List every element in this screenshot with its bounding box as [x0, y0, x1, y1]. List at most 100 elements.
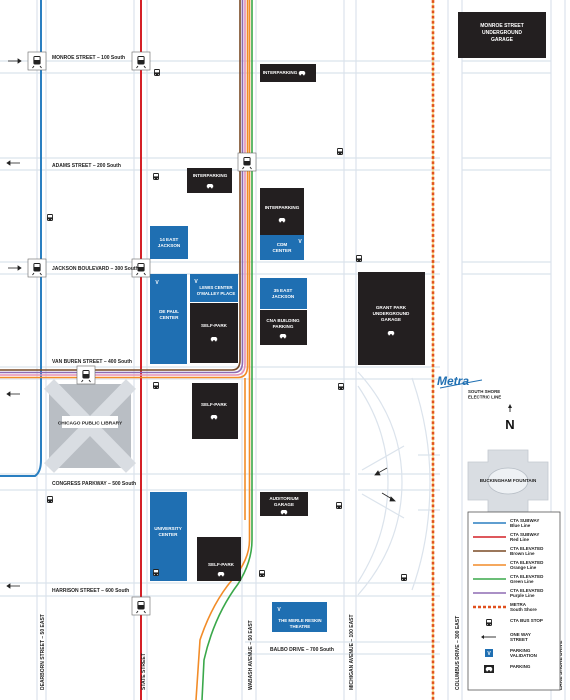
- svg-text:THEATRE: THEATRE: [290, 624, 310, 629]
- svg-text:South Shore: South Shore: [510, 607, 537, 612]
- svg-text:Metra: Metra: [437, 374, 469, 388]
- svg-text:ELECTRIC LINE: ELECTRIC LINE: [468, 395, 501, 400]
- fourteen-east-jackson: 14 EAST JACKSON: [150, 226, 188, 259]
- svg-text:PARKING: PARKING: [510, 648, 531, 653]
- columbus-drive-label: COLUMBUS DRIVE – 300 EAST: [455, 616, 461, 690]
- svg-text:CENTER: CENTER: [159, 532, 179, 537]
- svg-text:CDM: CDM: [277, 242, 288, 247]
- harrison-street-label: HARRISON STREET – 600 South: [52, 588, 129, 594]
- svg-text:GARAGE: GARAGE: [491, 37, 514, 43]
- state-street-label: STATE STREET: [141, 653, 147, 690]
- svg-text:JACKSON: JACKSON: [272, 294, 295, 299]
- svg-text:Brown Line: Brown Line: [510, 551, 535, 556]
- svg-text:LEWIS CENTER: LEWIS CENTER: [199, 285, 233, 290]
- cdm-center: CDM CENTER V: [260, 235, 304, 260]
- svg-text:CENTER: CENTER: [160, 315, 180, 320]
- svg-text:35 EAST: 35 EAST: [274, 288, 293, 293]
- buckingham-label: BUCKINGHAM FOUNTAIN: [480, 478, 537, 483]
- svg-text:JACKSON: JACKSON: [158, 243, 181, 248]
- interparking-jackson: INTERPARKING: [260, 188, 304, 235]
- svg-text:V: V: [277, 607, 281, 613]
- van-buren-street-label: VAN BUREN STREET – 400 South: [52, 359, 132, 365]
- depaul-center: DE PAUL CENTER V: [150, 274, 187, 364]
- svg-text:SELF-PARK: SELF-PARK: [208, 562, 235, 567]
- library-label: CHICAGO PUBLIC LIBRARY: [58, 421, 123, 427]
- lake-shore-drive-label: LAKE SHORE DRIVE: [558, 640, 564, 690]
- svg-text:Blue Line: Blue Line: [510, 523, 531, 528]
- svg-text:GARAGE: GARAGE: [381, 317, 401, 322]
- svg-text:PARKING: PARKING: [510, 664, 531, 669]
- north-arrow: N: [505, 404, 515, 432]
- svg-text:14 EAST: 14 EAST: [160, 237, 179, 242]
- svg-text:UNDERGROUND: UNDERGROUND: [482, 30, 522, 36]
- self-park-jackson: SELF-PARK: [190, 303, 238, 363]
- thirty-five-east-jackson: 35 EAST JACKSON: [260, 278, 307, 309]
- svg-text:GRANT PARK: GRANT PARK: [376, 305, 407, 310]
- svg-text:O'MALLEY PLACE: O'MALLEY PLACE: [197, 291, 236, 296]
- auditorium-garage: AUDITORIUM GARAGE: [260, 492, 308, 516]
- metra-logo: Metra SOUTH SHORE ELECTRIC LINE: [437, 374, 501, 400]
- svg-text:Red Line: Red Line: [510, 537, 529, 542]
- svg-text:CTA ELEVATED: CTA ELEVATED: [510, 574, 544, 579]
- cna-building-parking: CNA BUILDING PARKING: [260, 310, 307, 345]
- congress-parkway-label: CONGRESS PARKWAY – 500 South: [52, 481, 136, 487]
- svg-text:AUDITORIUM: AUDITORIUM: [269, 496, 298, 501]
- svg-text:CTA ELEVATED: CTA ELEVATED: [510, 588, 544, 593]
- svg-text:THE MERLE RESKIN: THE MERLE RESKIN: [278, 618, 321, 623]
- svg-text:SELF-PARK: SELF-PARK: [201, 323, 228, 328]
- svg-text:SOUTH SHORE: SOUTH SHORE: [468, 389, 500, 394]
- svg-text:Green Line: Green Line: [510, 579, 534, 584]
- interparking-adams: INTERPARKING: [187, 168, 232, 193]
- svg-text:UNIVERSITY: UNIVERSITY: [154, 526, 182, 531]
- interparking-monroe: INTERPARKING: [260, 64, 316, 82]
- dearborn-street-label: DEARBORN STREET – 50 EAST: [40, 614, 46, 690]
- svg-text:CTA SUBWAY: CTA SUBWAY: [510, 532, 539, 537]
- parking-validation-mark: V: [298, 239, 302, 245]
- svg-text:MONROE STREET: MONROE STREET: [480, 23, 524, 29]
- adams-street-label: ADAMS STREET – 200 South: [52, 163, 121, 169]
- svg-text:ONE WAY: ONE WAY: [510, 632, 531, 637]
- merle-reskin-theatre: THE MERLE RESKIN THEATRE V: [272, 602, 327, 632]
- university-center: UNIVERSITY CENTER: [150, 492, 187, 581]
- svg-text:METRA: METRA: [510, 602, 527, 607]
- svg-text:CENTER: CENTER: [273, 248, 293, 253]
- svg-text:SELF-PARK: SELF-PARK: [201, 402, 228, 407]
- svg-text:INTERPARKING: INTERPARKING: [265, 205, 300, 210]
- one-way-arrows: [6, 58, 396, 589]
- balbo-drive-label: BALBO DRIVE – 700 South: [270, 647, 334, 653]
- loop-elevated-lines: [0, 0, 253, 700]
- jackson-boulevard-label: JACKSON BOULEVARD – 300 South: [52, 266, 139, 272]
- svg-text:DE PAUL: DE PAUL: [159, 309, 179, 314]
- svg-text:GARAGE: GARAGE: [274, 502, 294, 507]
- svg-text:INTERPARKING: INTERPARKING: [263, 70, 298, 75]
- svg-text:Orange Line: Orange Line: [510, 565, 537, 570]
- svg-text:CNA BUILDING: CNA BUILDING: [266, 318, 300, 323]
- svg-text:Purple Line: Purple Line: [510, 593, 535, 598]
- lewis-center: LEWIS CENTER O'MALLEY PLACE V: [190, 274, 238, 302]
- grant-park-drives: [357, 371, 440, 596]
- legend-item: PARKING: [484, 664, 531, 673]
- grant-park-garage: GRANT PARK UNDERGROUND GARAGE: [358, 272, 425, 365]
- wabash-avenue-label: WABASH AVENUE – 50 EAST: [248, 620, 254, 690]
- svg-text:CTA ELEVATED: CTA ELEVATED: [510, 560, 544, 565]
- michigan-avenue-label: MICHIGAN AVENUE – 100 EAST: [349, 614, 355, 690]
- self-park-van-buren: SELF-PARK: [192, 383, 238, 439]
- svg-text:V: V: [194, 279, 198, 285]
- monroe-street-label: MONROE STREET – 100 South: [52, 55, 125, 61]
- svg-text:STREET: STREET: [510, 637, 528, 642]
- legend-item: CTA BUS STOP: [486, 618, 543, 626]
- svg-text:VALIDATION: VALIDATION: [510, 653, 537, 658]
- blue-line: [0, 0, 42, 477]
- svg-text:N: N: [505, 417, 514, 432]
- svg-text:PARKING: PARKING: [273, 324, 294, 329]
